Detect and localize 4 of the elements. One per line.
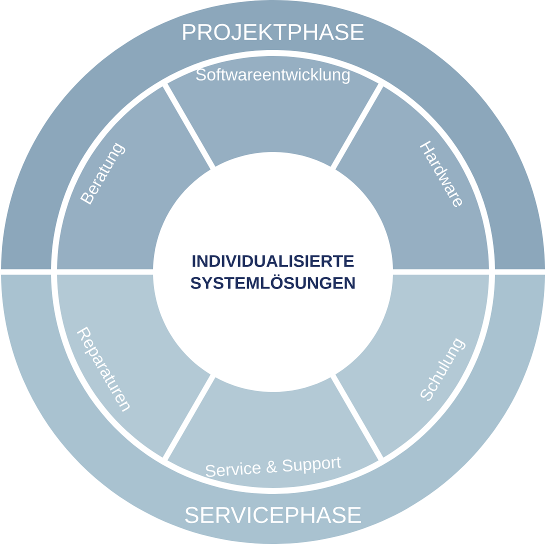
ring-segment: Service & Support <box>167 377 379 488</box>
node-label: Softwareentwicklung <box>196 68 350 84</box>
ring-segment: Softwareentwicklung <box>167 56 379 167</box>
node-label: Service & Support <box>206 456 342 477</box>
